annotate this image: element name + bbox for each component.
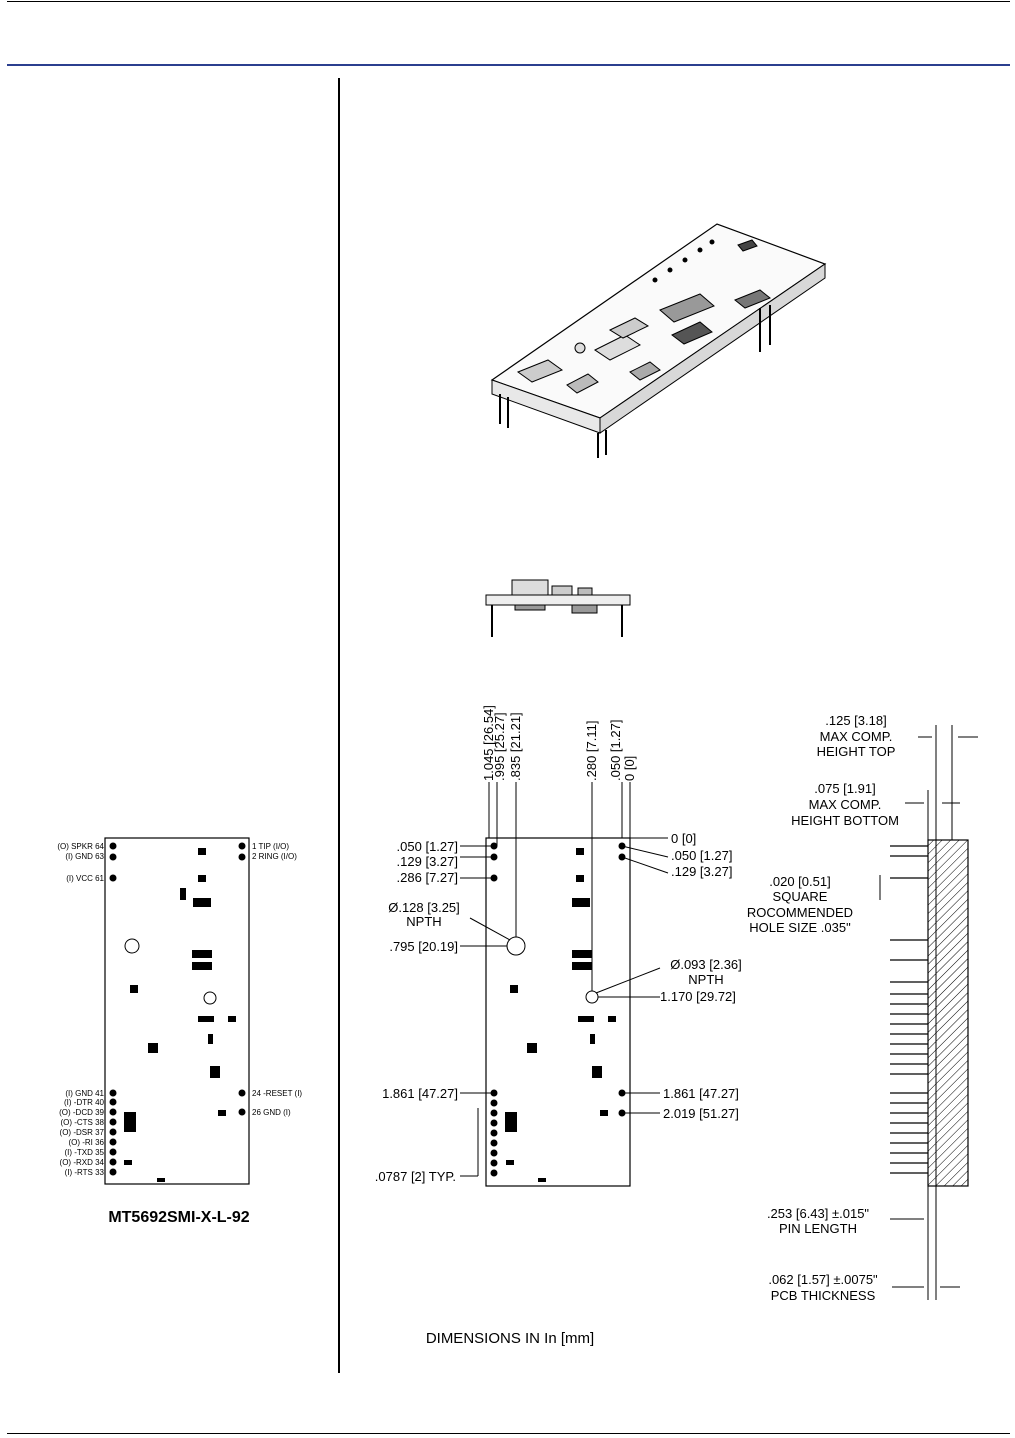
dim-label: 1.861 [47.27]	[382, 1086, 458, 1101]
pin-label: 1 TIP (I/O)	[252, 842, 289, 851]
max-top-label: MAX COMP.	[820, 729, 893, 744]
max-top-value: .125 [3.18]	[825, 713, 886, 728]
pin-label: (O) -RXD 34	[60, 1158, 105, 1167]
dim-label: 1.861 [47.27]	[663, 1086, 739, 1101]
module-side-image	[485, 579, 631, 637]
dim-label: .0787 [2] TYP.	[375, 1169, 456, 1184]
hole-size-label: SQUARE	[773, 889, 828, 904]
pin-label: 2 RING (I/O)	[252, 852, 297, 861]
right-dimension-labels: 0 [0] .050 [1.27] .129 [3.27] Ø.093 [2.3…	[660, 831, 742, 1121]
dim-label: .795 [20.19]	[389, 939, 458, 954]
pin-label: (I) -TXD 35	[64, 1148, 104, 1157]
dim-label: 0 [0]	[671, 831, 696, 846]
module-isometric-image	[490, 223, 827, 458]
pin-label: (O) -CTS 38	[60, 1118, 104, 1127]
pin-label: (O) -DSR 37	[60, 1128, 105, 1137]
pcb-thickness-value: .062 [1.57] ±.0075"	[768, 1272, 878, 1287]
dim-label-vertical: .050 [1.27]	[608, 720, 623, 781]
pin-length-label: PIN LENGTH	[779, 1221, 857, 1236]
header-rule	[7, 64, 1010, 66]
dim-label-vertical: .995 [25.27]	[492, 712, 507, 781]
hole-size-label: HOLE SIZE .035"	[749, 920, 851, 935]
pin-label: (I) -DTR 40	[64, 1098, 105, 1107]
pin-label: (O) -RI 36	[68, 1138, 104, 1147]
dim-label-vertical: .835 [21.21]	[508, 712, 523, 781]
pin-label: (O) -DCD 39	[59, 1108, 104, 1117]
side-view-labels: .125 [3.18] MAX COMP. HEIGHT TOP .075 [1…	[747, 713, 899, 1303]
hole-size-label: ROCOMMENDED	[747, 905, 853, 920]
hole2-type: NPTH	[688, 972, 723, 987]
hole2-diameter: Ø.093 [2.36]	[670, 957, 742, 972]
pin-label: (O) SPKR 64	[57, 842, 104, 851]
hole-size-value: .020 [0.51]	[769, 874, 830, 889]
dim-label: .286 [7.27]	[397, 870, 458, 885]
pin-label: (I) -RTS 33	[65, 1168, 105, 1177]
side-section-view	[879, 725, 978, 1300]
column-divider	[338, 78, 340, 1373]
dim-label-vertical: 0 [0]	[622, 756, 637, 781]
max-bottom-label: MAX COMP.	[809, 797, 882, 812]
max-bottom-value: .075 [1.91]	[814, 781, 875, 796]
footer-rule	[7, 1433, 1010, 1434]
top-rule	[7, 1, 1010, 2]
pin-label: 24 -RESET (I)	[252, 1089, 302, 1098]
units-note: DIMENSIONS IN In [mm]	[426, 1330, 594, 1347]
max-top-label: HEIGHT TOP	[817, 744, 896, 759]
dim-label: 2.019 [51.27]	[663, 1106, 739, 1121]
hole2-offset: 1.170 [29.72]	[660, 989, 736, 1004]
side-view-pins	[890, 845, 928, 1174]
pinout-board	[104, 837, 250, 1185]
hole1-type: NPTH	[406, 914, 441, 929]
dim-label-vertical: 1.045 [26.54]	[481, 705, 496, 781]
max-bottom-label: HEIGHT BOTTOM	[791, 813, 899, 828]
dim-label: .050 [1.27]	[671, 848, 732, 863]
pcb-thickness-label: PCB THICKNESS	[771, 1288, 876, 1303]
left-dimension-labels: .050 [1.27] .129 [3.27] .286 [7.27] Ø.12…	[375, 839, 460, 1184]
dim-label-vertical: .280 [7.11]	[584, 721, 599, 781]
pin-label: 26 GND (I)	[252, 1108, 291, 1117]
pin-length-value: .253 [6.43] ±.015"	[767, 1206, 869, 1221]
pin-label: (I) GND 63	[65, 852, 104, 861]
hole1-diameter: Ø.128 [3.25]	[388, 900, 460, 915]
pinout-labels: (O) SPKR 64 (I) GND 63 (I) VCC 61 (I) GN…	[57, 842, 302, 1177]
model-caption: MT5692SMI-X-L-92	[108, 1209, 249, 1226]
dimensioned-board	[460, 782, 669, 1187]
vertical-dimension-labels: 1.045 [26.54] .995 [25.27] .835 [21.21] …	[481, 705, 637, 781]
pin-label: (I) GND 41	[65, 1089, 104, 1098]
dim-label: .050 [1.27]	[397, 839, 458, 854]
dim-label: .129 [3.27]	[671, 864, 732, 879]
pin-label: (I) VCC 61	[66, 874, 104, 883]
dim-label: .129 [3.27]	[397, 854, 458, 869]
